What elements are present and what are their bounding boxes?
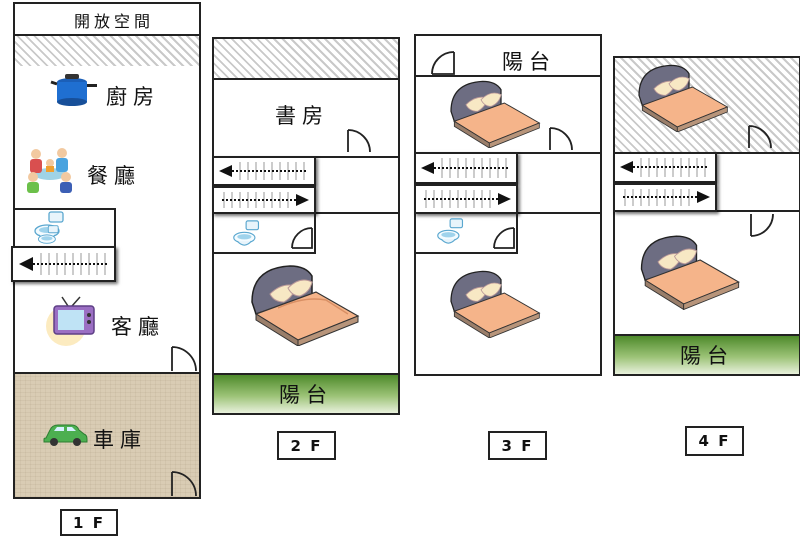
staircase-arrow-icon <box>613 152 717 183</box>
floor-tag-1f: 1 F <box>60 509 118 536</box>
floor-tag-2f: 2 F <box>277 431 336 460</box>
dining-family-icon <box>27 148 72 193</box>
wall <box>212 78 400 80</box>
staircase-arrow-icon <box>212 186 316 214</box>
toilet-room <box>212 214 316 254</box>
room-kitchen-label: 廚房 <box>106 85 160 109</box>
bed-icon <box>450 270 541 338</box>
floor-tag-3f: 3 F <box>488 431 547 460</box>
door-swing-icon <box>431 51 455 75</box>
room-balcony-2f: 陽台 <box>212 373 400 415</box>
toilet-icon <box>37 225 59 244</box>
door-swing-icon <box>347 129 371 153</box>
toilet-room <box>414 214 518 254</box>
door-swing-icon <box>171 471 197 497</box>
staircase-arrow-icon <box>11 246 116 282</box>
door-swing-icon <box>493 227 515 249</box>
toilet-icon <box>233 220 260 246</box>
staircase-arrow-icon <box>613 183 717 212</box>
floor-2f-plan <box>212 37 400 415</box>
door-swing-icon <box>171 346 197 372</box>
hatched-area <box>214 39 398 79</box>
bed-icon <box>251 265 360 346</box>
room-garage-label: 車庫 <box>93 428 147 452</box>
wall <box>414 75 602 77</box>
wall <box>13 372 201 374</box>
room-study-label: 書房 <box>275 104 329 128</box>
car-icon <box>43 424 88 446</box>
hatched-area <box>15 36 199 66</box>
floor-tag-4f: 4 F <box>685 426 744 456</box>
bed-icon <box>450 80 541 148</box>
garage-floor <box>15 374 199 497</box>
tv-icon <box>46 296 95 346</box>
room-open-space-label: 開放空間 <box>74 12 155 31</box>
door-swing-icon <box>549 127 573 151</box>
pot-icon <box>50 74 97 106</box>
staircase-arrow-icon <box>414 184 518 214</box>
room-dining-label: 餐廳 <box>87 164 141 188</box>
wall <box>13 34 201 36</box>
door-swing-icon <box>750 213 774 237</box>
staircase-arrow-icon <box>414 152 518 184</box>
bed-icon <box>640 235 740 310</box>
door-swing-icon <box>748 125 772 149</box>
room-balcony-3f: 陽台 <box>502 50 556 74</box>
room-living-label: 客廳 <box>111 315 165 339</box>
staircase-arrow-icon <box>212 156 316 186</box>
door-swing-icon <box>291 227 313 249</box>
toilet-icon <box>437 218 464 244</box>
room-balcony-4f: 陽台 <box>613 334 800 376</box>
bed-icon <box>638 64 729 132</box>
